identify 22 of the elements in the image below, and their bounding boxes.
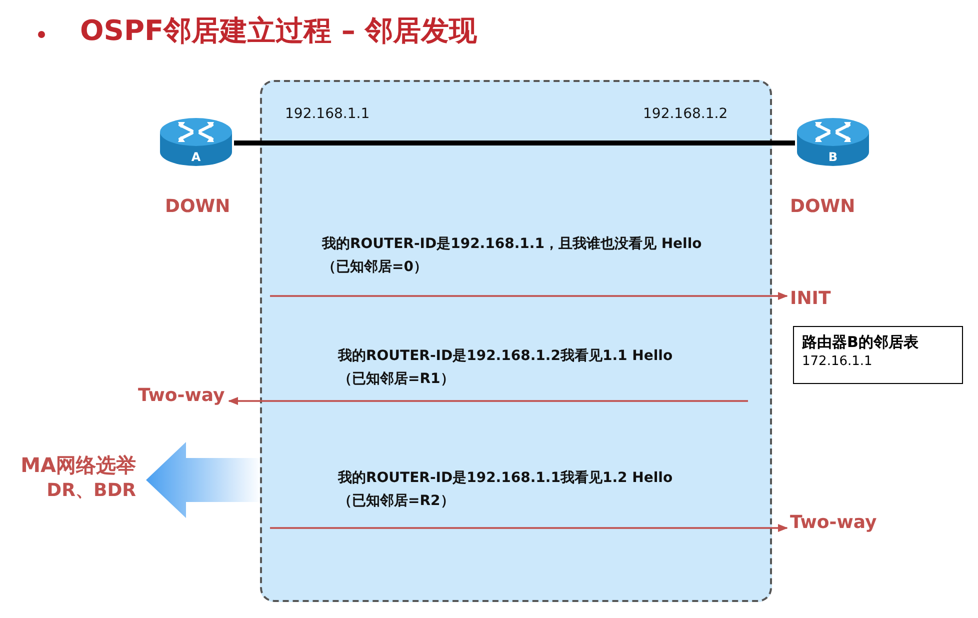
message-arrow (270, 292, 788, 300)
election-text: MA网络选举 (20, 452, 136, 478)
table-title: 路由器B的邻居表 (802, 332, 920, 353)
message-arrow (228, 397, 748, 405)
link-line (234, 140, 795, 146)
neighbor-table (793, 326, 963, 384)
edge-label: 我的ROUTER-ID是192.168.1.2我看见1.1 Hello（已知邻居=R1） (338, 347, 674, 389)
message-arrow (270, 524, 788, 532)
ip-address: 192.168.1.2 (643, 106, 728, 122)
election-text: DR、BDR (46, 479, 136, 503)
table-entry: 172.16.1.1 (802, 353, 874, 371)
router-letter: B (827, 150, 839, 164)
state-label: Two-way (138, 385, 225, 407)
ip-address: 192.168.1.1 (285, 106, 370, 122)
router-letter: A (190, 150, 202, 164)
state-label: DOWN (790, 196, 856, 218)
state-label: DOWN (165, 196, 230, 218)
state-label: Two-way (790, 512, 877, 534)
title: OSPF邻居建立过程 – 邻居发现 (80, 13, 478, 49)
edge-label: 我的ROUTER-ID是192.168.1.1我看见1.2 Hello（已知邻居=R2） (338, 469, 674, 511)
state-label: INIT (790, 288, 831, 310)
edge-label: 我的ROUTER-ID是192.168.1.1，且我谁也没看见 Hello（已知邻居=0） (322, 235, 703, 277)
